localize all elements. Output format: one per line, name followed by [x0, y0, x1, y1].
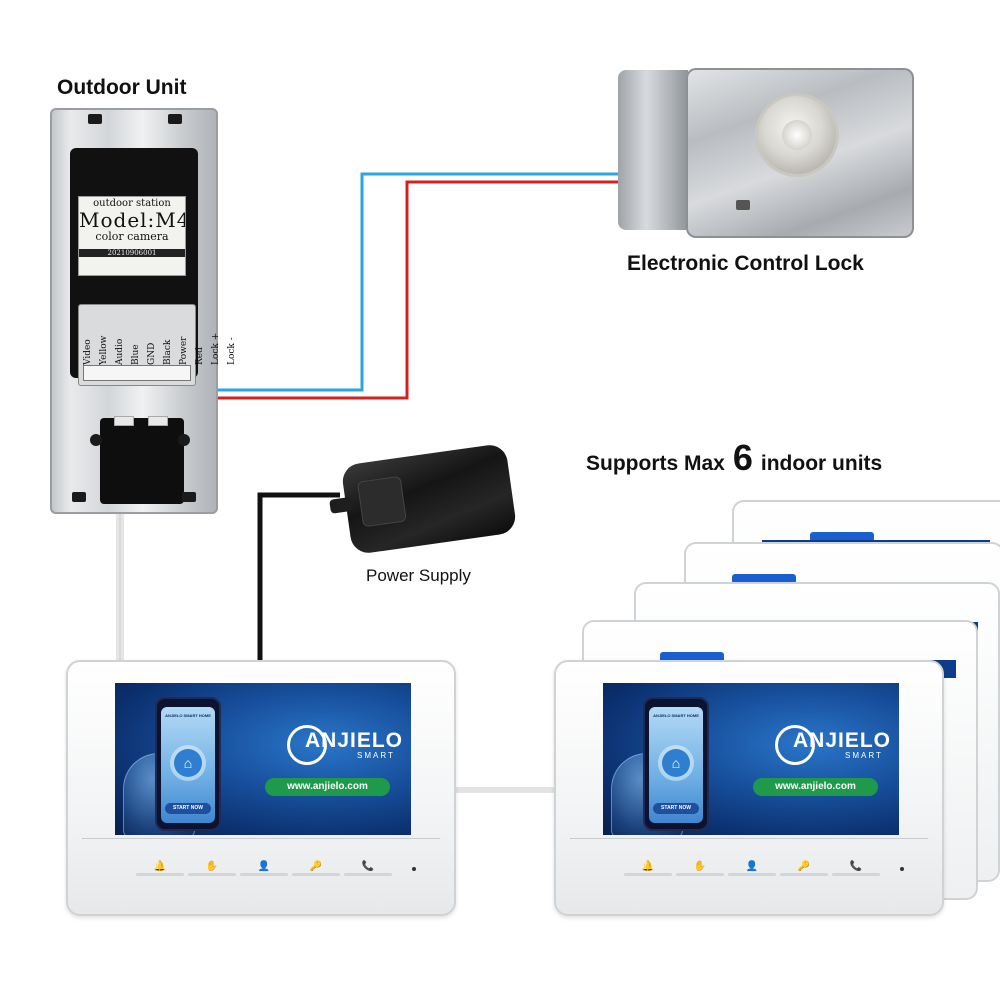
terminal-audio: Audio [115, 338, 125, 365]
key-slot [736, 200, 750, 210]
indoor-monitor-right: ANJIELO SMART HOME ⌂ START NOW ANJIELO S… [554, 660, 944, 916]
brand-name: ANJIELO [305, 729, 404, 752]
control-buttons: 🔔 ✋ 👤 🔑 📞 [624, 859, 880, 876]
terminal-block [83, 365, 191, 381]
lock-knob-core [782, 120, 812, 150]
terminal-gnd: GND [147, 342, 157, 365]
person-icon[interactable]: 👤 [257, 861, 271, 872]
button-ridge [780, 873, 828, 876]
phone-title: ANJIELO SMART HOME [165, 713, 211, 718]
start-now-button: START NOW [165, 803, 211, 814]
sticker-serial: 20210906001 [79, 249, 185, 257]
hand-icon[interactable]: ✋ [205, 861, 219, 872]
brand-sub: SMART [845, 751, 883, 760]
button-ridge [676, 873, 724, 876]
sticker-line1: outdoor station [93, 198, 171, 209]
terminal-lock-minus: Lock - [227, 337, 237, 365]
button-ridge [188, 873, 236, 876]
mount-slot [88, 114, 102, 124]
model-sticker: outdoor station Model:M4 color camera 20… [78, 196, 186, 276]
terminal-power-color: Red [195, 347, 205, 365]
monitor-edge-highlight [660, 652, 724, 662]
phone-screen: ANJIELO SMART HOME ⌂ START NOW [649, 707, 703, 823]
supports-prefix: Supports Max [586, 452, 725, 475]
house-icon: ⌂ [662, 749, 690, 777]
bezel-divider [82, 838, 440, 839]
brand-ring-icon [775, 725, 815, 765]
mic-hole [900, 867, 904, 871]
bezel-divider [570, 838, 928, 839]
screw-hole [90, 434, 102, 446]
monitor-edge-highlight [810, 532, 874, 542]
phone-graphic: ANJIELO SMART HOME ⌂ START NOW [155, 697, 221, 831]
terminal-power: Power [179, 336, 189, 365]
phone-icon[interactable]: 📞 [849, 861, 863, 872]
electronic-lock [618, 68, 914, 238]
terminal-labels: Video Yellow Audio Blue GND Black Power … [83, 309, 237, 365]
connector-plug [114, 416, 134, 426]
lock-bolt-plate [618, 70, 688, 230]
blue-wire [186, 172, 630, 392]
bell-icon[interactable]: 🔔 [153, 861, 167, 872]
key-icon[interactable]: 🔑 [309, 861, 323, 872]
button-ridge [136, 873, 184, 876]
start-now-button: START NOW [653, 803, 699, 814]
sticker-model: Model:M4 [79, 208, 186, 232]
button-ridge [832, 873, 880, 876]
mount-slot [72, 492, 86, 502]
terminal-audio-color: Blue [131, 344, 141, 365]
outdoor-unit: outdoor station Model:M4 color camera 20… [50, 108, 237, 514]
hand-icon[interactable]: ✋ [693, 861, 707, 872]
brand-name: ANJIELO [793, 729, 892, 752]
phone-screen: ANJIELO SMART HOME ⌂ START NOW [161, 707, 215, 823]
terminal-panel: Video Yellow Audio Blue GND Black Power … [78, 304, 237, 386]
brand-url: www.anjielo.com [753, 778, 878, 796]
bell-icon[interactable]: 🔔 [641, 861, 655, 872]
brand-url: www.anjielo.com [265, 778, 390, 796]
button-ridge [344, 873, 392, 876]
house-icon: ⌂ [174, 749, 202, 777]
outdoor-unit-label: Outdoor Unit [57, 76, 187, 99]
connector-recess [100, 416, 184, 504]
lock-label: Electronic Control Lock [627, 252, 864, 275]
phone-title: ANJIELO SMART HOME [653, 713, 699, 718]
adapter-plug [356, 475, 407, 528]
supports-suffix: indoor units [760, 452, 883, 475]
button-ridge [728, 873, 776, 876]
terminal-lock-plus: Lock + [211, 332, 221, 365]
terminal-gnd-color: Black [163, 339, 173, 365]
monitor-screen: ANJIELO SMART HOME ⌂ START NOW ANJIELO S… [115, 683, 411, 835]
lock-body [686, 68, 914, 238]
button-ridge [624, 873, 672, 876]
person-icon[interactable]: 👤 [745, 861, 759, 872]
indoor-monitor-left: ANJIELO SMART HOME ⌂ START NOW ANJIELO S… [66, 660, 456, 916]
red-wire [186, 180, 630, 400]
supports-count: 6 [732, 437, 753, 478]
phone-graphic: ANJIELO SMART HOME ⌂ START NOW [643, 697, 709, 831]
key-icon[interactable]: 🔑 [797, 861, 811, 872]
mount-slot [182, 492, 196, 502]
power-supply-label: Power Supply [366, 566, 471, 585]
control-buttons: 🔔 ✋ 👤 🔑 📞 [136, 859, 392, 876]
button-ridge [292, 873, 340, 876]
sticker-line3: color camera [95, 230, 169, 243]
power-cable [257, 492, 340, 664]
monitor-screen: ANJIELO SMART HOME ⌂ START NOW ANJIELO S… [603, 683, 899, 835]
phone-icon[interactable]: 📞 [361, 861, 375, 872]
adapter-cable-end [329, 496, 353, 514]
brand-ring-icon [287, 725, 327, 765]
mount-slot [168, 114, 182, 124]
lock-knob [758, 96, 836, 174]
mic-hole [412, 867, 416, 871]
button-ridge [240, 873, 288, 876]
supports-label: Supports Max 6 indoor units [586, 437, 882, 479]
connector-plug [148, 416, 168, 426]
screw-hole [178, 434, 190, 446]
brand-sub: SMART [357, 751, 395, 760]
monitor-edge-highlight [732, 574, 796, 584]
terminal-video-color: Yellow [99, 335, 109, 365]
terminal-video: Video [83, 339, 93, 365]
